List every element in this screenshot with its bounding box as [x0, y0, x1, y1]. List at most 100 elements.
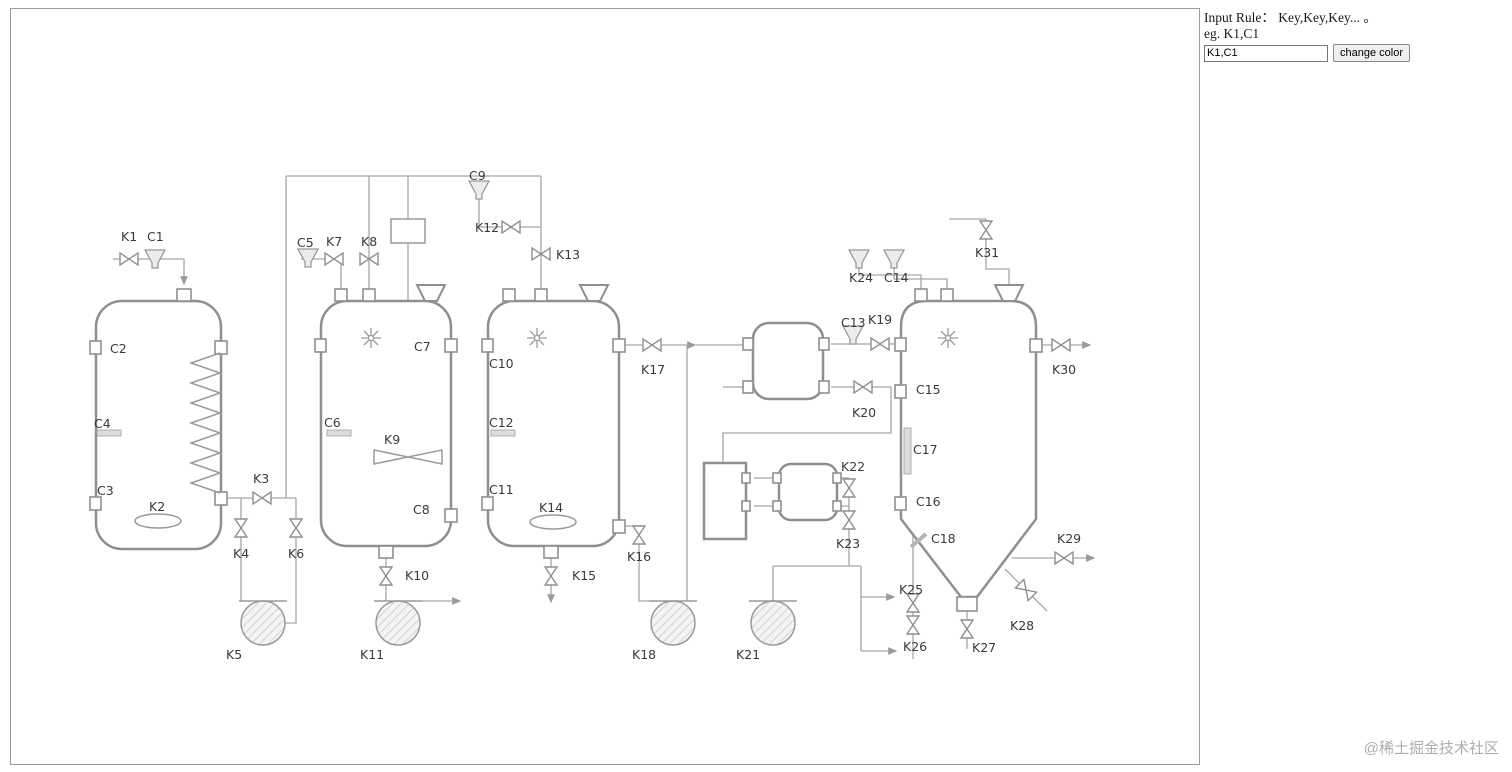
label-C18: C18 — [931, 531, 956, 546]
diagram-canvas: K1 C1 C2 C4 C3 K2 K3 K4 K6 K5 C5 K7 K8 K… — [10, 8, 1200, 765]
valve-K29-icon — [1054, 551, 1074, 565]
label-K7: K7 — [326, 234, 342, 249]
watermark: @稀土掘金技术社区 — [1363, 740, 1499, 757]
label-C4: C4 — [94, 416, 111, 431]
rule-input[interactable] — [1204, 44, 1328, 62]
hopper-C9-icon — [468, 180, 490, 200]
baffle-C6-icon — [326, 429, 352, 437]
nozzle-C18-icon — [909, 532, 928, 549]
exchanger-box-body — [702, 461, 748, 541]
tank-3-inlet-icon — [579, 284, 609, 302]
rule-example: eg. K1,C1 — [1204, 25, 1260, 41]
label-K21: K21 — [736, 647, 760, 662]
label-K16: K16 — [627, 549, 651, 564]
valve-K30-icon — [1051, 338, 1071, 352]
valve-K3-icon — [252, 491, 272, 505]
valve-K1-icon — [119, 252, 139, 266]
agitator-star-icon — [937, 327, 959, 349]
label-K1: K1 — [121, 229, 137, 244]
change-color-button[interactable]: change color — [1333, 44, 1410, 62]
label-K29: K29 — [1057, 531, 1081, 546]
coil-zigzag — [188, 352, 223, 494]
sparger-K2-icon — [134, 513, 182, 529]
valve-K4-icon — [234, 518, 248, 538]
label-C10: C10 — [489, 356, 514, 371]
tank-nozzles — [89, 288, 1043, 612]
label-K10: K10 — [405, 568, 429, 583]
label-K9: K9 — [384, 432, 400, 447]
pump-K21-icon — [748, 600, 798, 646]
valve-K17-icon — [642, 338, 662, 352]
agitator-star-icon — [526, 327, 548, 349]
label-K11: K11 — [360, 647, 384, 662]
pump-K18-icon — [648, 600, 698, 646]
hopper-C5-icon — [297, 248, 319, 268]
label-C15: C15 — [916, 382, 941, 397]
valve-K12-icon — [501, 220, 521, 234]
valve-K16-icon — [632, 525, 646, 545]
label-C3: C3 — [97, 483, 114, 498]
probe-C17-icon — [903, 427, 912, 475]
label-K31: K31 — [975, 245, 999, 260]
baffle-C4-icon — [96, 429, 122, 437]
label-K6: K6 — [288, 546, 304, 561]
hopper-K24-icon — [848, 249, 870, 269]
label-K18: K18 — [632, 647, 656, 662]
label-K19: K19 — [868, 312, 892, 327]
label-C1: C1 — [147, 229, 164, 244]
exchanger-upper-body — [751, 321, 825, 401]
valve-K19-icon — [870, 337, 890, 351]
valve-K26-icon — [906, 615, 920, 635]
pump-K11-icon — [373, 600, 423, 646]
label-K23: K23 — [836, 536, 860, 551]
agitator-star-icon — [360, 327, 382, 349]
label-K3: K3 — [253, 471, 269, 486]
pump-K5-icon — [238, 600, 288, 646]
label-K26: K26 — [903, 639, 927, 654]
label-K27: K27 — [972, 640, 996, 655]
label-C2: C2 — [110, 341, 127, 356]
valve-K6-icon — [289, 518, 303, 538]
label-C17: C17 — [913, 442, 938, 457]
label-C5: C5 — [297, 235, 314, 250]
label-C14: C14 — [884, 270, 909, 285]
label-C16: C16 — [916, 494, 941, 509]
label-C6: C6 — [324, 415, 341, 430]
label-K14: K14 — [539, 500, 563, 515]
agitator-K9-icon — [373, 449, 443, 465]
label-K28: K28 — [1010, 618, 1034, 633]
label-K12: K12 — [475, 220, 499, 235]
label-K22: K22 — [841, 459, 865, 474]
sparger-K14-icon — [529, 514, 577, 530]
label-K4: K4 — [233, 546, 249, 561]
label-K17: K17 — [641, 362, 665, 377]
valve-K31-icon — [979, 220, 993, 240]
label-K24: K24 — [849, 270, 873, 285]
valve-K23-icon — [842, 510, 856, 530]
tank-4-inlet-icon — [994, 284, 1024, 302]
label-C8: C8 — [413, 502, 430, 517]
rule-instruction: Input Rule： Key,Key,Key... 。 — [1204, 10, 1377, 25]
baffle-C12-icon — [490, 429, 516, 437]
valve-K27-icon — [960, 619, 974, 639]
label-K5: K5 — [226, 647, 242, 662]
tank-2-inlet-icon — [416, 284, 446, 302]
label-K8: K8 — [361, 234, 377, 249]
label-C12: C12 — [489, 415, 514, 430]
label-C9: C9 — [469, 168, 486, 183]
exchanger-lower-body — [777, 462, 839, 522]
label-C7: C7 — [414, 339, 431, 354]
diagram-labels: K1 C1 C2 C4 C3 K2 K3 K4 K6 K5 C5 K7 K8 K… — [94, 168, 1081, 662]
valve-K22-icon — [842, 478, 856, 498]
label-K20: K20 — [852, 405, 876, 420]
label-K30: K30 — [1052, 362, 1076, 377]
hopper-C14-icon — [883, 249, 905, 269]
valve-K7-icon — [324, 252, 344, 266]
motor-box-icon — [390, 218, 426, 244]
label-K25: K25 — [899, 582, 923, 597]
valve-K10-icon — [379, 566, 393, 586]
valve-K15-icon — [544, 566, 558, 586]
control-panel: Input Rule： Key,Key,Key... 。 eg. K1,C1 c… — [1204, 10, 1506, 62]
label-K13: K13 — [556, 247, 580, 262]
label-K15: K15 — [572, 568, 596, 583]
